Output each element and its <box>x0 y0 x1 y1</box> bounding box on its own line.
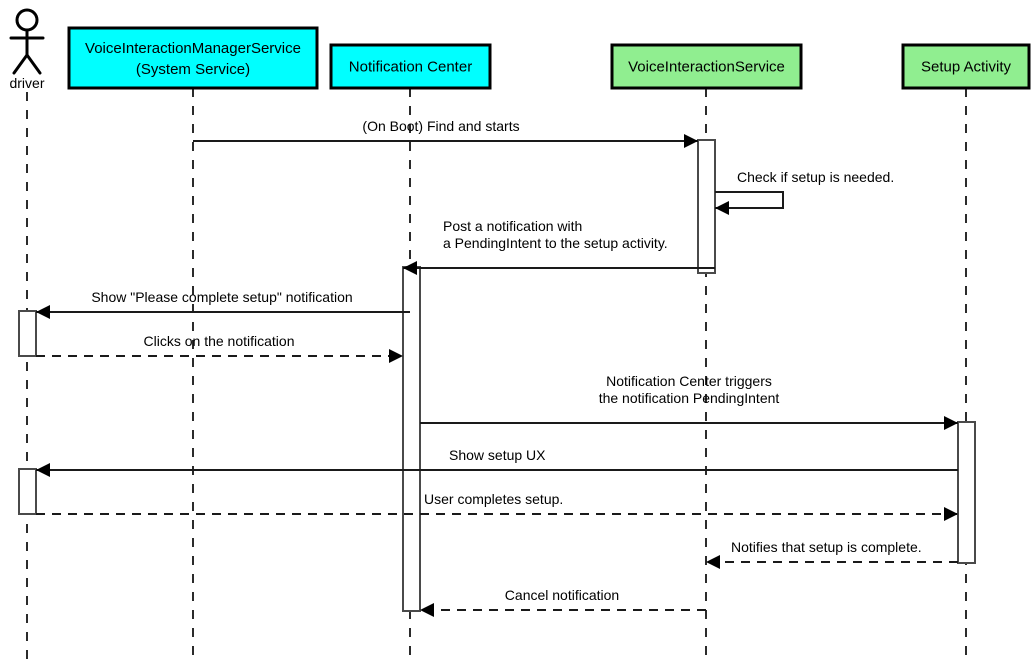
participant-vis[interactable]: VoiceInteractionService <box>610 43 803 90</box>
message-label-m4: Show "Please complete setup" notificatio… <box>91 289 352 305</box>
message-label-m1: (On Boot) Find and starts <box>362 118 519 134</box>
participant-setup_activity[interactable]: Setup Activity <box>901 43 1031 90</box>
arrow-head-icon <box>684 134 698 148</box>
message-m1[interactable]: (On Boot) Find and starts <box>193 118 698 148</box>
participant-vims[interactable]: VoiceInteractionManagerService (System Se… <box>67 26 319 90</box>
arrow-head-icon <box>389 349 403 363</box>
message-label-m6-line2: the notification PendingIntent <box>599 390 780 406</box>
message-m8[interactable]: User completes setup. <box>36 491 958 521</box>
message-m7[interactable]: Show setup UX <box>36 447 958 477</box>
participant-sublabel-vims: (System Service) <box>136 61 250 78</box>
activation-bar-setup_activity <box>957 421 976 564</box>
message-m4[interactable]: Show "Please complete setup" notificatio… <box>36 289 410 319</box>
participant-notification_center[interactable]: Notification Center <box>329 43 492 90</box>
message-m2[interactable]: Check if setup is needed. <box>715 169 894 215</box>
message-m10[interactable]: Cancel notification <box>420 587 706 617</box>
message-label-m3-line2: a PendingIntent to the setup activity. <box>443 235 668 251</box>
message-label-m9: Notifies that setup is complete. <box>731 539 922 555</box>
arrow-head-icon <box>944 416 958 430</box>
activation-bar-vis <box>697 139 716 274</box>
arrow-head-icon <box>403 261 417 275</box>
arrow-head-icon <box>36 463 50 477</box>
activation-bar-notification_center <box>402 266 421 612</box>
message-m9[interactable]: Notifies that setup is complete. <box>706 539 958 569</box>
actor-head-icon <box>15 8 39 32</box>
arrow-head-icon <box>706 555 720 569</box>
actor-driver[interactable]: driver <box>9 8 45 91</box>
arrow-head-icon <box>420 603 434 617</box>
arrow-head-icon <box>715 201 729 215</box>
activation-bar-driver <box>18 468 37 515</box>
message-label-m10: Cancel notification <box>505 587 619 603</box>
arrow-head-icon <box>944 507 958 521</box>
participant-box-setup_activity[interactable] <box>901 43 1031 90</box>
actor-leg-right-icon <box>25 53 42 75</box>
message-label-m7: Show setup UX <box>449 447 546 463</box>
activation-bar-driver <box>18 310 37 357</box>
message-m5[interactable]: Clicks on the notification <box>36 333 403 363</box>
actor-leg-left-icon <box>12 53 29 75</box>
participant-box-notification_center[interactable] <box>329 43 492 90</box>
activation-bars-layer <box>18 139 976 612</box>
participant-heads-layer: driver VoiceInteractionManagerService (Sys… <box>9 8 1031 91</box>
message-label-m5: Clicks on the notification <box>144 333 295 349</box>
message-label-m6-line1: Notification Center triggers <box>606 373 772 389</box>
participant-box-vis[interactable] <box>610 43 803 90</box>
participant-box-vims[interactable] <box>67 26 319 90</box>
message-label-m2: Check if setup is needed. <box>737 169 894 185</box>
arrow-head-icon <box>36 305 50 319</box>
message-label-m3-line1: Post a notification with <box>443 218 582 234</box>
actor-label-driver: driver <box>9 75 44 91</box>
message-line-m2 <box>715 191 784 209</box>
participant-label-vis: VoiceInteractionService <box>628 58 785 75</box>
participant-label-vims: VoiceInteractionManagerService <box>85 40 301 57</box>
participant-label-setup_activity: Setup Activity <box>921 58 1012 75</box>
message-label-m8: User completes setup. <box>424 491 563 507</box>
participant-label-notification_center: Notification Center <box>349 58 472 75</box>
